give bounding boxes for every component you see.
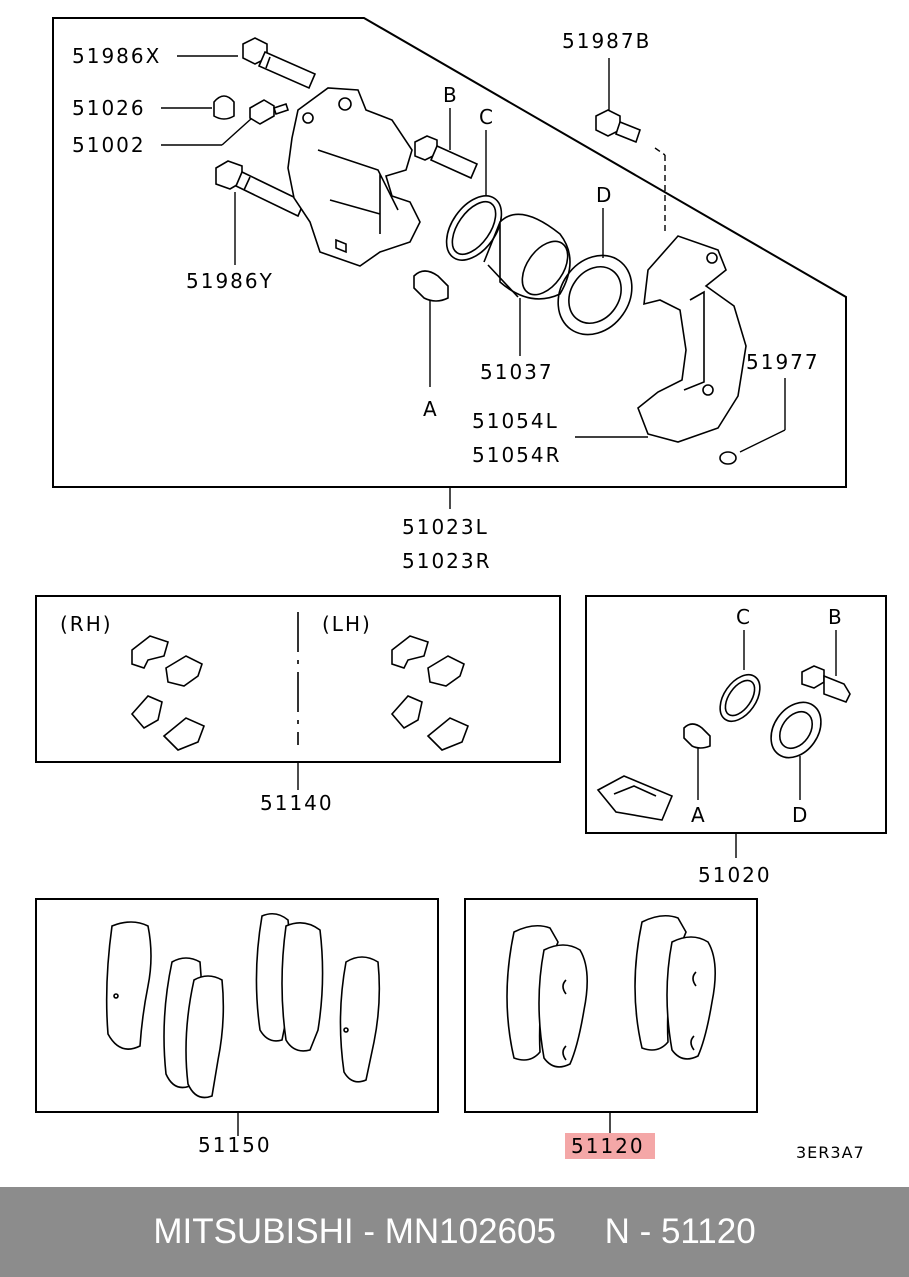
footer-ref: N - 51120 xyxy=(604,1212,756,1251)
part-label-51026: 51026 xyxy=(72,96,146,120)
ref-d-boot-drawing xyxy=(557,254,633,336)
seal-kit-ref-d: D xyxy=(792,803,810,827)
part-label-51002: 51002 xyxy=(72,133,146,157)
guide-bolt-y-drawing xyxy=(215,160,306,218)
seal-kit-ref-b: B xyxy=(828,605,844,629)
ref-label-a: A xyxy=(423,397,439,421)
footer-brand: MITSUBISHI xyxy=(153,1212,354,1251)
seal-kit-ref-c: C xyxy=(736,605,752,629)
part-label-51986x: 51986X xyxy=(72,44,162,68)
piston-drawing xyxy=(483,213,571,300)
caliper-box-frame xyxy=(52,17,847,488)
part-label-51023l: 51023L xyxy=(402,515,489,539)
part-label-51120-highlighted: 51120 xyxy=(565,1133,655,1159)
ref-a-sleeve-drawing xyxy=(413,270,449,302)
ref-b-bolt-drawing xyxy=(414,135,479,180)
ref-label-b: B xyxy=(443,83,459,107)
part-label-51150: 51150 xyxy=(198,1133,272,1157)
caliper-leaders xyxy=(161,55,786,509)
caliper-bracket-drawing xyxy=(637,235,747,443)
bleeder-screw-drawing xyxy=(249,99,290,125)
brake-pads-drawing xyxy=(506,914,716,1068)
footer-gap xyxy=(556,1212,605,1252)
parts-diagram xyxy=(35,17,887,1136)
dust-cap-drawing xyxy=(213,95,235,120)
part-label-51140: 51140 xyxy=(260,791,334,815)
ring-drawing xyxy=(719,451,737,465)
seal-kit-ref-a: A xyxy=(691,803,707,827)
part-label-51023r: 51023R xyxy=(402,549,492,573)
part-label-51977: 51977 xyxy=(746,350,820,374)
rh-clips-drawing xyxy=(130,635,206,751)
pad-box-frame xyxy=(464,898,758,1113)
footer-part-number: MN102605 xyxy=(384,1212,556,1251)
ref-label-c: C xyxy=(479,105,495,129)
part-label-51020: 51020 xyxy=(698,863,772,887)
rh-label: (RH) xyxy=(60,612,113,636)
part-label-51054l: 51054L xyxy=(472,409,559,433)
lh-label: (LH) xyxy=(322,612,372,636)
footer-banner: MITSUBISHI - MN102605 N - 51120 xyxy=(0,1187,909,1277)
figure-code: 3ER3A7 xyxy=(796,1143,865,1162)
bracket-bolt-drawing xyxy=(595,109,641,144)
ref-label-d: D xyxy=(596,183,614,207)
part-label-51987b: 51987B xyxy=(562,29,652,53)
caliper-body-drawing xyxy=(287,87,421,267)
part-label-51986y: 51986Y xyxy=(186,269,274,293)
guide-bolt-x-drawing xyxy=(242,37,317,90)
shim-box-frame xyxy=(35,898,439,1113)
footer-sep: - xyxy=(353,1212,385,1251)
lh-clips-drawing xyxy=(390,635,470,751)
part-label-51037: 51037 xyxy=(480,360,554,384)
part-label-51054r: 51054R xyxy=(472,443,562,467)
grease-packet-drawing xyxy=(596,775,674,821)
shims-drawing xyxy=(105,912,381,1099)
